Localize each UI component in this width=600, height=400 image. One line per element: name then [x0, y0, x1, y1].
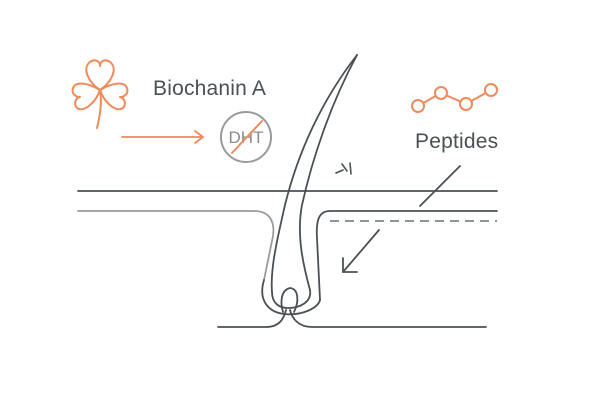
skin-base-line: [217, 309, 487, 328]
peptides-pointer-line: [419, 165, 461, 207]
peptide-action-arrow: [342, 229, 380, 273]
peptide-molecule-icon: [411, 83, 498, 113]
biochanin-label: Biochanin A: [153, 77, 266, 100]
sparkle-marks: [335, 162, 352, 175]
hair-follicle: [261, 54, 358, 316]
skin-surface-lines: [77, 190, 498, 301]
inhibition-arrow: [121, 130, 204, 144]
dht-blocked-icon: DHT: [220, 111, 272, 163]
epidermis-layer-left: [77, 210, 275, 281]
peptides-label: Peptides: [415, 130, 498, 153]
clover-icon: [71, 59, 129, 129]
